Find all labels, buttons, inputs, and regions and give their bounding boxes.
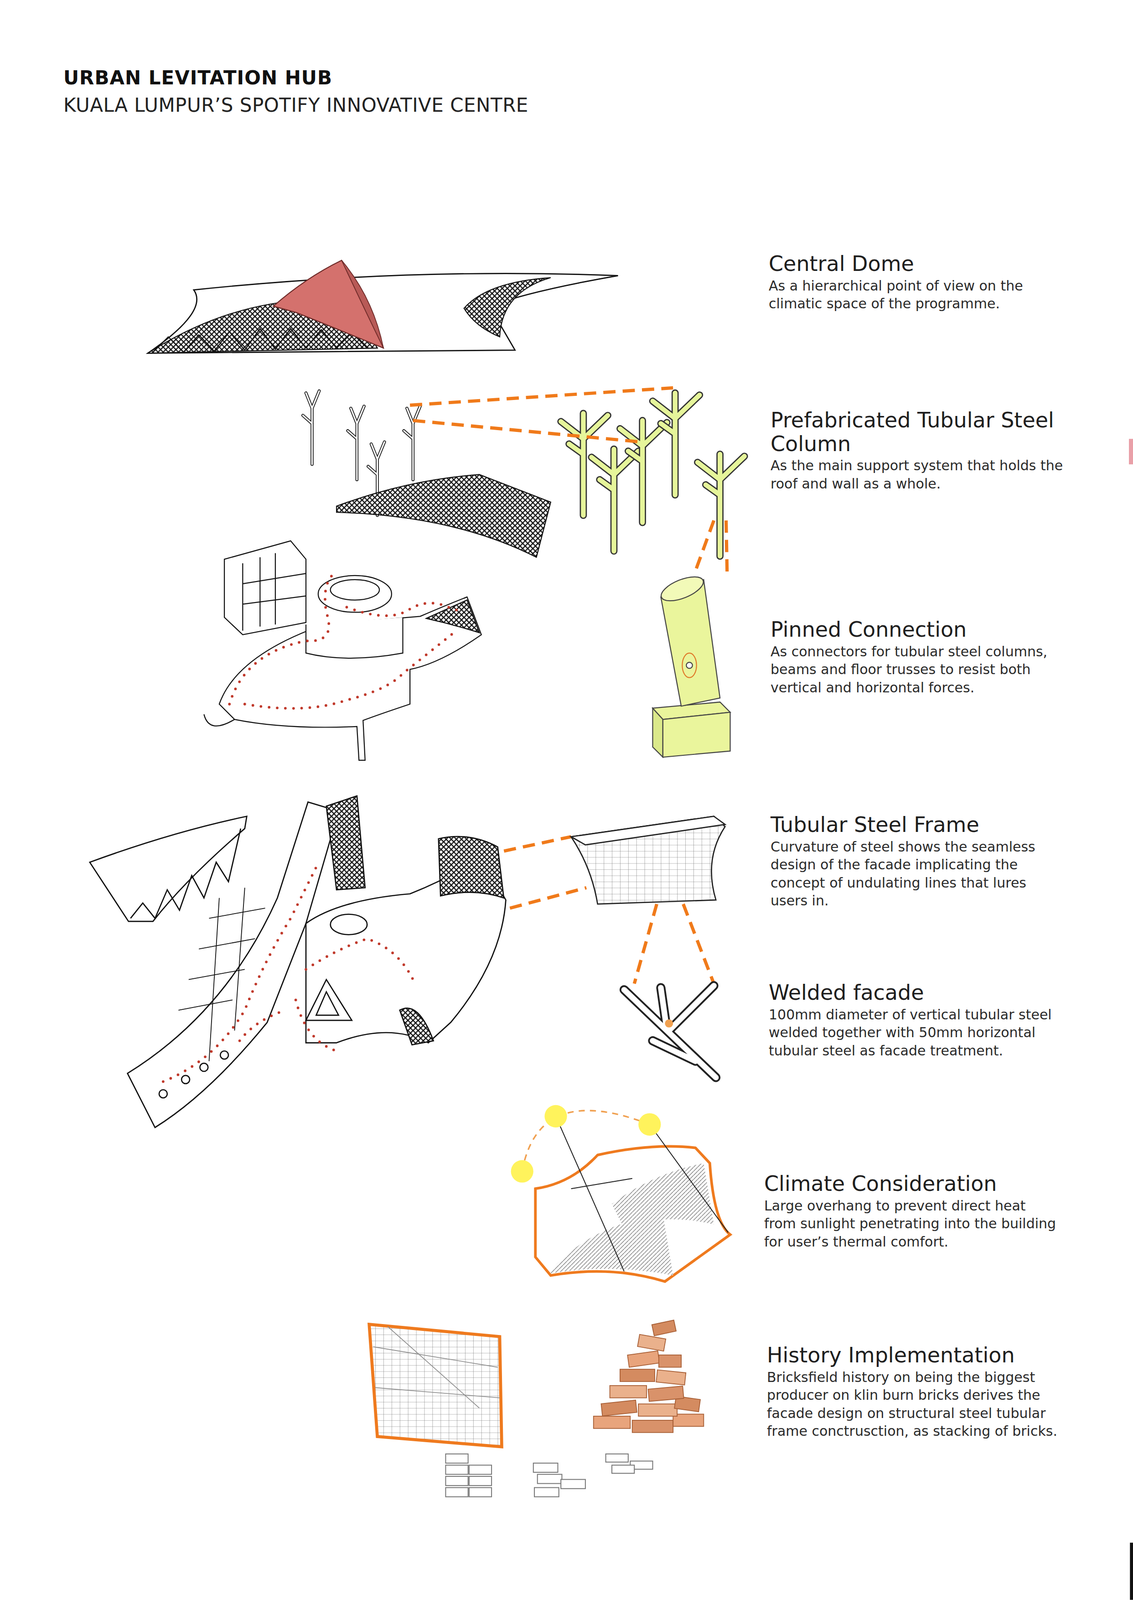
annotation-group: Tubular Steel FrameCurvature of steel sh… bbox=[770, 812, 1072, 910]
annotation-heading: Climate Consideration bbox=[764, 1171, 1066, 1196]
brick-pile bbox=[593, 1319, 704, 1432]
annotation-group: History ImplementationBricksfield histor… bbox=[766, 1343, 1068, 1440]
annotation-body: Bricksfield history on being the biggest… bbox=[766, 1367, 1064, 1440]
dome-roof bbox=[147, 260, 618, 354]
facade-panel bbox=[369, 1324, 502, 1447]
yellow-columns bbox=[560, 393, 745, 557]
annotation-group: Climate ConsiderationLarge overhang to p… bbox=[764, 1171, 1066, 1251]
annotation-group: Welded facade100mm diameter of vertical … bbox=[768, 980, 1070, 1060]
climate-sketch bbox=[511, 1104, 731, 1282]
annotation-heading: Welded facade bbox=[768, 980, 1070, 1005]
annotation-body: As connectors for tubular steel columns,… bbox=[770, 642, 1067, 697]
annotation-group: Prefabricated Tubular Steel ColumnAs the… bbox=[770, 408, 1072, 493]
annotation-group: Pinned ConnectionAs connectors for tubul… bbox=[770, 617, 1072, 697]
annotation-body: As a hierarchical point of view on the c… bbox=[768, 276, 1066, 313]
annotation-body: Large overhang to prevent direct heat fr… bbox=[764, 1196, 1061, 1251]
floor-plan bbox=[203, 540, 482, 761]
annotation-heading: Central Dome bbox=[768, 252, 1070, 276]
annotation-group: Central DomeAs a hierarchical point of v… bbox=[768, 252, 1070, 313]
subtitle: KUALA LUMPUR’S SPOTIFY INNOVATIVE CENTRE bbox=[63, 93, 529, 117]
edge-mark bbox=[1129, 1541, 1133, 1599]
annotation-body: 100mm diameter of vertical tubular steel… bbox=[768, 1005, 1066, 1060]
annotation-body: As the main support system that holds th… bbox=[770, 456, 1067, 493]
annotation-body: Curvature of steel shows the seamless de… bbox=[770, 837, 1067, 910]
steel-frame bbox=[571, 816, 726, 904]
title: URBAN LEVITATION HUB bbox=[63, 66, 333, 89]
title-block: URBAN LEVITATION HUB bbox=[63, 66, 333, 89]
edge-mark bbox=[1128, 438, 1133, 465]
roof-panel bbox=[336, 474, 551, 557]
annotation-heading: Pinned Connection bbox=[770, 617, 1072, 642]
annotation-heading: Tubular Steel Frame bbox=[770, 812, 1072, 837]
brick-modules bbox=[445, 1453, 653, 1497]
circulation-path bbox=[229, 571, 464, 709]
annotation-heading: Prefabricated Tubular Steel Column bbox=[770, 408, 1072, 456]
welded-joint bbox=[624, 985, 716, 1077]
annotation-group: KUALA LUMPUR’S SPOTIFY INNOVATIVE CENTRE bbox=[63, 93, 529, 117]
circulation-path bbox=[163, 867, 414, 1082]
annotation-heading: History Implementation bbox=[766, 1343, 1068, 1367]
floor-plan-large bbox=[89, 795, 507, 1128]
pinned-connection bbox=[652, 571, 731, 757]
